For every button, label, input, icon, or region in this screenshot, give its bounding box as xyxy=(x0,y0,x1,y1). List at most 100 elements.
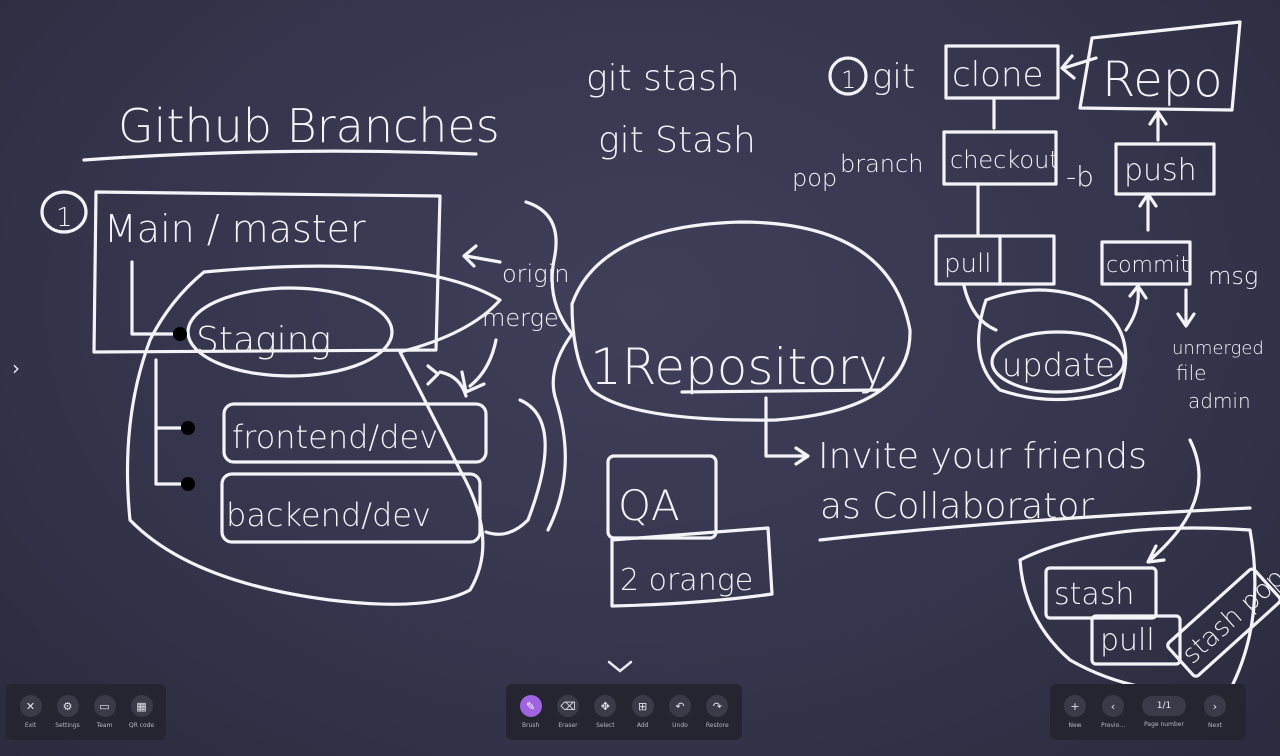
previous-label: Previo... xyxy=(1100,722,1126,729)
repo-box xyxy=(1078,20,1242,112)
commit-box xyxy=(1100,240,1192,286)
note-line2: file xyxy=(1176,361,1206,385)
stash-cluster-outline xyxy=(1018,526,1257,694)
undo-button[interactable]: ↶ Undo xyxy=(661,686,698,738)
redo-icon: ↷ xyxy=(706,695,729,717)
next-page-button[interactable]: › Next xyxy=(1196,686,1234,738)
page-number-indicator[interactable]: 1/1 Page number xyxy=(1132,686,1196,738)
clone-box xyxy=(944,44,1060,100)
eraser-icon: ⌫ xyxy=(556,695,579,717)
invite-arrow xyxy=(764,396,810,466)
select-icon: ✥ xyxy=(594,695,617,717)
origin-bracket xyxy=(524,200,574,532)
undo-label: Undo xyxy=(672,722,688,729)
brush-label: Brush xyxy=(522,722,540,729)
collapse-toolbar-chevron-icon[interactable] xyxy=(605,658,635,676)
pull-to-update-line xyxy=(962,284,998,332)
tree-frontend xyxy=(154,358,182,430)
tree-main xyxy=(130,260,174,336)
pull-text: pull xyxy=(944,249,991,279)
invite-to-stash-arrow xyxy=(1146,438,1201,564)
pull-box xyxy=(934,234,1056,286)
repo-text: Repo xyxy=(1102,52,1223,108)
repository-underline xyxy=(680,388,882,394)
add-icon: ⊞ xyxy=(631,695,654,717)
invite-underline xyxy=(818,506,1252,542)
team-icon: ▭ xyxy=(93,695,116,717)
message-text: msg xyxy=(1208,262,1258,290)
backend-text: backend/dev xyxy=(226,496,431,534)
title-underline xyxy=(82,149,478,162)
qr-code-button[interactable]: ▦ QR code xyxy=(123,686,160,738)
main-label-text: Main / master xyxy=(104,207,366,251)
frontend-box xyxy=(222,402,488,464)
add-label: Add xyxy=(636,722,649,729)
note-line3: admin xyxy=(1188,389,1251,413)
close-icon: ✕ xyxy=(19,695,42,717)
qa-text: QA xyxy=(618,481,680,530)
push-text: push xyxy=(1124,153,1197,188)
frontend-text: frontend/dev xyxy=(232,418,438,456)
staging-arrow xyxy=(426,364,468,398)
eraser-button[interactable]: ⌫ Eraser xyxy=(549,686,586,738)
staging-ellipse xyxy=(186,286,394,378)
dash-b-text: -b xyxy=(1066,160,1094,193)
exit-button[interactable]: ✕ Exit xyxy=(12,686,49,738)
circle-one-left-text: 1 xyxy=(56,203,73,233)
previous-page-button[interactable]: ‹ Previo... xyxy=(1094,686,1132,738)
brush-button[interactable]: ✎ Brush xyxy=(512,686,549,738)
circle-one-right-text: 1 xyxy=(841,66,856,94)
tree-backend xyxy=(154,426,182,486)
stash-box-text: stash xyxy=(1054,577,1134,612)
exit-label: Exit xyxy=(24,722,37,729)
main-box xyxy=(92,190,442,354)
stash-line1: git stash xyxy=(586,58,740,99)
merge-text: merge xyxy=(482,304,559,332)
select-button[interactable]: ✥ Select xyxy=(587,686,624,738)
undo-icon: ↶ xyxy=(668,695,691,717)
team-button[interactable]: ▭ Team xyxy=(86,686,123,738)
restore-label: Restore xyxy=(705,722,729,729)
restore-button[interactable]: ↷ Restore xyxy=(699,686,736,738)
commit-to-note-arrow xyxy=(1176,288,1196,328)
node-frontend xyxy=(181,421,195,435)
origin-arrow xyxy=(462,244,502,268)
side-expand-arrow[interactable]: › xyxy=(12,356,20,380)
team-label: Team xyxy=(96,722,113,729)
settings-button[interactable]: ⚙ Settings xyxy=(49,686,86,738)
left-toolbar: ✕ Exit ⚙ Settings ▭ Team ▦ QR code xyxy=(6,684,166,740)
node-staging xyxy=(173,327,187,341)
push-to-repo-arrow xyxy=(1148,110,1168,142)
title-text: Github Branches xyxy=(118,99,500,153)
node-backend xyxy=(181,477,195,491)
chevron-right-icon: › xyxy=(1204,695,1226,717)
eraser-label: Eraser xyxy=(558,722,578,729)
orange-text: 2 orange xyxy=(620,563,753,598)
commit-to-push-arrow xyxy=(1138,192,1158,232)
backend-box xyxy=(220,472,482,544)
merge-arrow xyxy=(460,338,498,394)
settings-icon: ⚙ xyxy=(56,695,79,717)
commit-text: commit xyxy=(1106,253,1189,278)
circle-one-left xyxy=(40,190,88,234)
chevron-left-icon: ‹ xyxy=(1102,695,1124,717)
qa-box xyxy=(606,454,718,540)
staging-text: Staging xyxy=(196,320,331,361)
stash-pop-box xyxy=(1166,567,1280,678)
update-cloud xyxy=(976,288,1128,402)
brush-icon: ✎ xyxy=(519,695,542,717)
new-page-button[interactable]: + New xyxy=(1056,686,1094,738)
update-to-commit-arrow xyxy=(1124,284,1148,332)
page-toolbar: + New ‹ Previo... 1/1 Page number › Next xyxy=(1050,684,1246,740)
backend-arrow xyxy=(484,398,547,536)
origin-text: origin xyxy=(502,260,570,288)
select-label: Select xyxy=(596,722,615,729)
branch-text: branch xyxy=(840,150,923,178)
add-button[interactable]: ⊞ Add xyxy=(624,686,661,738)
stash-box xyxy=(1044,566,1158,620)
pull-small-box xyxy=(1090,614,1182,666)
push-box xyxy=(1114,142,1216,196)
drawing-toolbar: ✎ Brush ⌫ Eraser ✥ Select ⊞ Add ↶ Undo ↷… xyxy=(506,684,742,740)
